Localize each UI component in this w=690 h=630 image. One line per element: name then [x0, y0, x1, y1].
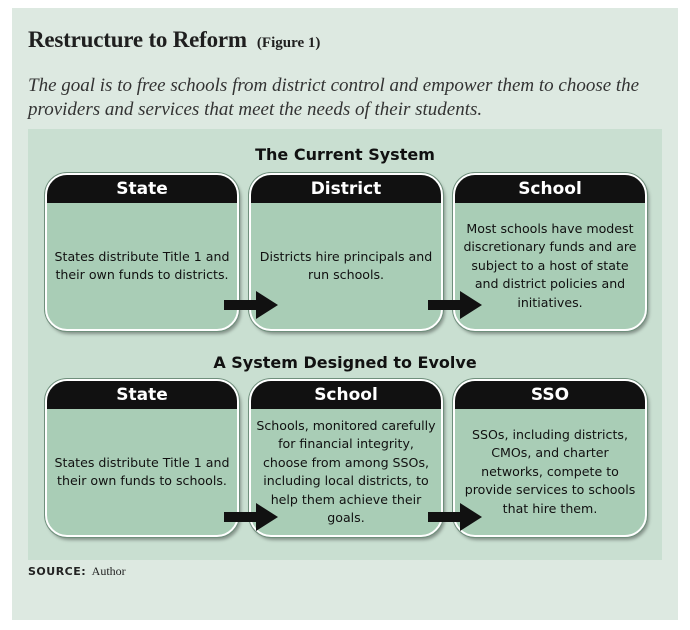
evolve-sso-box: SSO SSOs, including districts, CMOs, and… [453, 379, 647, 537]
source-label: SOURCE: [28, 565, 87, 578]
evolve-state-box: State States distribute Title 1 and thei… [45, 379, 239, 537]
current-district-box: District Districts hire principals and r… [249, 173, 443, 331]
source-note: SOURCE: Author [28, 564, 126, 579]
figure-title-row: Restructure to Reform (Figure 1) [28, 27, 320, 53]
box-heading: School [455, 175, 645, 203]
arrow-right-icon [224, 503, 278, 531]
arrow-right-icon [428, 503, 482, 531]
arrow-right-icon [224, 291, 278, 319]
box-heading: SSO [455, 381, 645, 409]
box-heading: State [47, 381, 237, 409]
source-value: Author [91, 564, 126, 578]
box-body: States distribute Title 1 and their own … [54, 454, 230, 489]
diagram-panel: The Current System State States distribu… [28, 129, 662, 560]
box-body: Schools, monitored carefully for financi… [256, 417, 436, 526]
figure-label: (Figure 1) [256, 35, 321, 51]
figure-subtitle: The goal is to free schools from distric… [28, 75, 640, 120]
box-body: Most schools have modest discretionary f… [463, 220, 637, 310]
current-state-box: State States distribute Title 1 and thei… [45, 173, 239, 331]
arrow-right-icon [428, 291, 482, 319]
box-heading: District [251, 175, 441, 203]
box-body: SSOs, including districts, CMOs, and cha… [464, 426, 636, 516]
box-heading: School [251, 381, 441, 409]
figure-title: Restructure to Reform [28, 27, 247, 52]
evolve-school-box: School Schools, monitored carefully for … [249, 379, 443, 537]
evolving-system-title: A System Designed to Evolve [213, 353, 477, 372]
box-body: Districts hire principals and run school… [259, 248, 433, 283]
box-heading: State [47, 175, 237, 203]
current-system-title: The Current System [255, 145, 435, 164]
current-school-box: School Most schools have modest discreti… [453, 173, 647, 331]
figure-card: Restructure to Reform (Figure 1) The goal… [12, 8, 678, 620]
box-body: States distribute Title 1 and their own … [54, 248, 230, 283]
